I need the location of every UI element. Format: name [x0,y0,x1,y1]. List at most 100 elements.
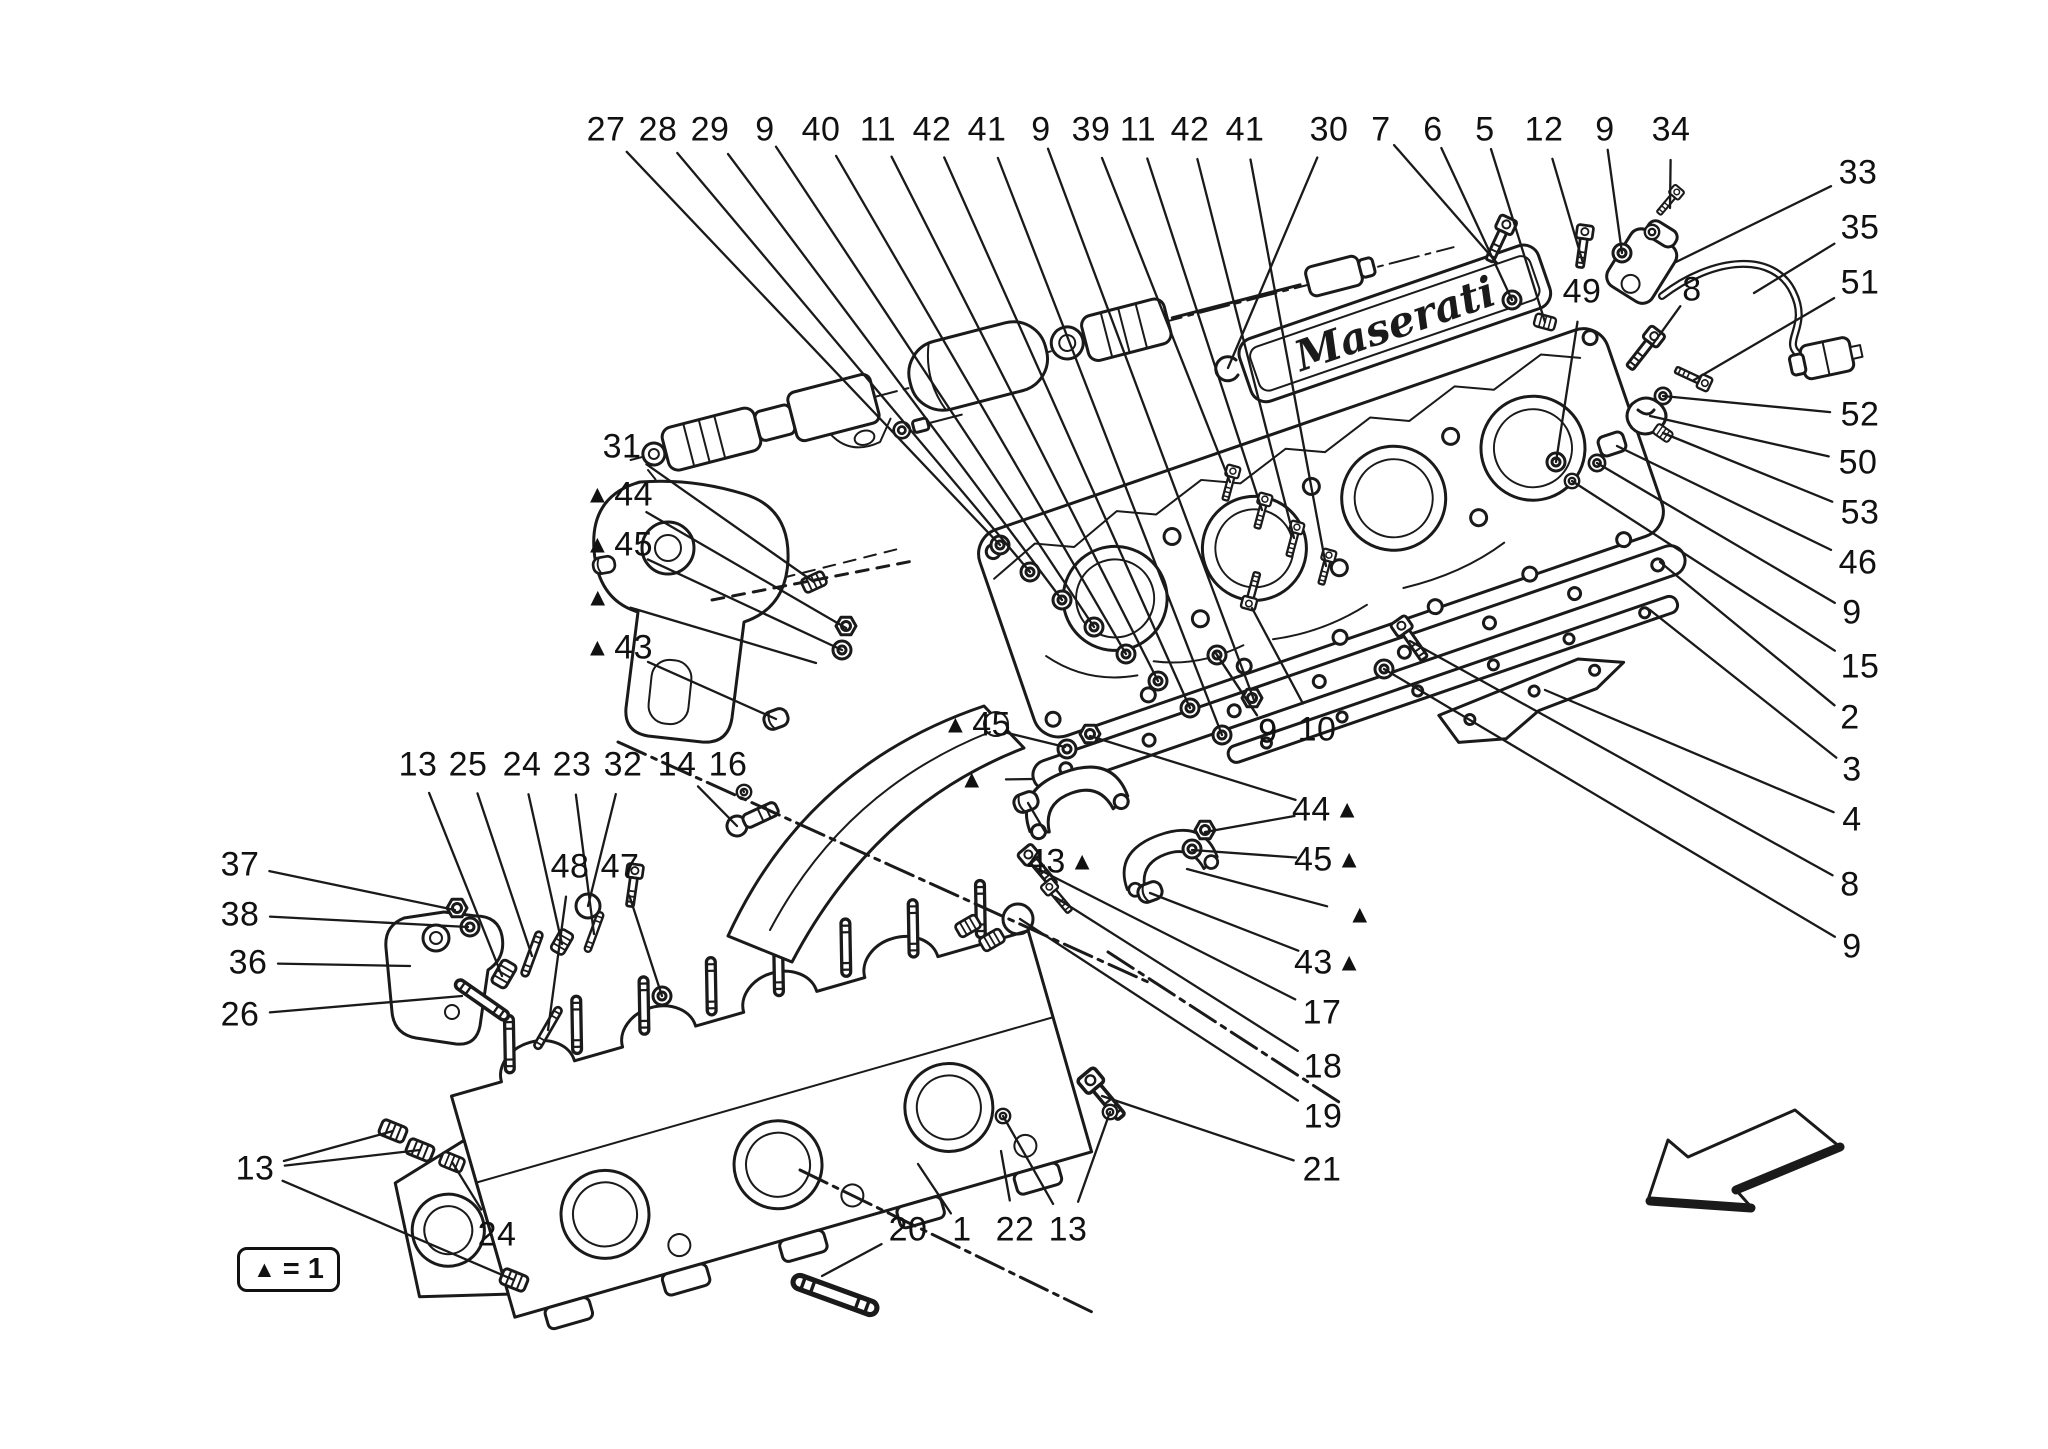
part-number: 19 [1303,1097,1343,1136]
part-callout: 4 [1842,801,1861,840]
part-number: 22 [995,1210,1035,1249]
part-number: 28 [638,110,678,149]
part-callout: 9 [1258,713,1277,752]
part-number: 7 [1371,110,1391,149]
part-number: 45 [972,705,1012,744]
part-number: 37 [220,845,260,884]
part-number: 1 [952,1210,972,1249]
part-number: 41 [967,110,1007,149]
part-callout: 7 [1371,111,1390,150]
part-number: 30 [1309,110,1349,149]
part-number: 38 [220,895,260,934]
part-number: 17 [1302,993,1342,1032]
part-callout: 35 [1841,209,1880,248]
part-number: 43 [1026,842,1066,881]
part-number: 13 [235,1149,275,1188]
legend-text: = 1 [282,1253,324,1285]
part-callout: 17 [1303,994,1342,1033]
part-callout: 9 [1031,111,1050,150]
part-callout: 44▲ [1292,791,1364,830]
part-callout: ▲44 [581,476,653,515]
part-number: 4 [1842,800,1862,839]
part-callout: 45▲ [1294,841,1366,880]
part-number: 6 [1423,110,1443,149]
part-callout: 50 [1839,444,1878,483]
leader-lines [268,143,1838,1282]
part-number: 52 [1840,395,1880,434]
part-callout: 42 [1171,111,1210,150]
part-callout: 48 [551,848,590,887]
part-callout: 20 [889,1211,928,1250]
part-number: 20 [888,1210,928,1249]
part-callout: 43▲ [1027,843,1099,882]
part-callout: 18 [1304,1048,1343,1087]
part-number: 46 [1838,543,1878,582]
part-number: 35 [1840,208,1880,247]
part-callout: 34 [1652,111,1691,150]
part-number: 50 [1838,443,1878,482]
qty-triangle-icon: ▲ [1336,845,1363,874]
part-callout: 53 [1841,494,1880,533]
part-number: 11 [859,110,897,149]
part-callout: ▲ [955,761,988,800]
construction-lines [616,558,1344,1314]
part-number: 33 [1838,153,1878,192]
part-callout: 19 [1304,1098,1343,1137]
part-callout: 37 [221,846,260,885]
part-number: 41 [1225,110,1265,149]
part-number: 44 [614,475,654,514]
part-callout: 6 [1423,111,1442,150]
part-callout: 29 [691,111,730,150]
part-callout: 13 [399,746,438,785]
support-bracket-drawing [384,910,505,1046]
chain-pad-plate [1437,657,1626,744]
part-callout: 36 [229,944,268,983]
part-callout: 3 [1842,751,1861,790]
part-callout: 32 [604,746,643,785]
part-callout: 13 [1049,1211,1088,1250]
part-callout: 24 [503,746,542,785]
part-callout: 9 [1842,594,1861,633]
part-callout: 12 [1525,111,1564,150]
part-number: 51 [1840,263,1880,302]
part-number: 27 [586,110,626,149]
part-callout: 42 [913,111,952,150]
part-number: 13 [398,745,438,784]
qty-triangle-icon: ▲ [959,765,985,794]
part-callout: 31 [603,428,642,467]
part-number: 9 [755,110,775,149]
part-number: 8 [1682,270,1702,309]
part-number: 21 [1302,1150,1342,1189]
cam-sensor-drawing [1605,219,1864,381]
qty-triangle-icon: ▲ [1347,900,1373,929]
part-callout: 21 [1303,1151,1342,1190]
part-number: 14 [657,745,697,784]
part-number: 25 [448,745,488,784]
fastener-glyphs [376,183,1715,1316]
part-number: 39 [1071,110,1111,149]
part-number: 2 [1840,698,1860,737]
part-callout: 49 [1563,273,1602,312]
part-number: 9 [1842,927,1862,966]
part-number: 32 [603,745,643,784]
part-callout: 40 [802,111,841,150]
part-callout: 8 [1840,866,1859,905]
part-number: 42 [912,110,952,149]
part-callout: 27 [587,111,626,150]
part-callout: 13 [236,1150,275,1189]
part-number: 40 [801,110,841,149]
qty-triangle-icon: ▲ [584,633,611,662]
part-callout: 22 [996,1211,1035,1250]
part-callout: 51 [1841,264,1880,303]
qty-triangle-icon: ▲ [1069,847,1096,876]
part-number: 3 [1842,750,1862,789]
o-ring-drawing [1001,902,1035,936]
cable-connector-drawing [1787,336,1864,381]
part-number: 24 [502,745,542,784]
direction-arrow-icon [1645,1108,1845,1213]
part-callout: ▲45 [581,526,653,565]
part-callout: ▲43 [581,629,653,668]
part-callout: 47 [601,848,640,887]
part-number: 31 [602,427,642,466]
